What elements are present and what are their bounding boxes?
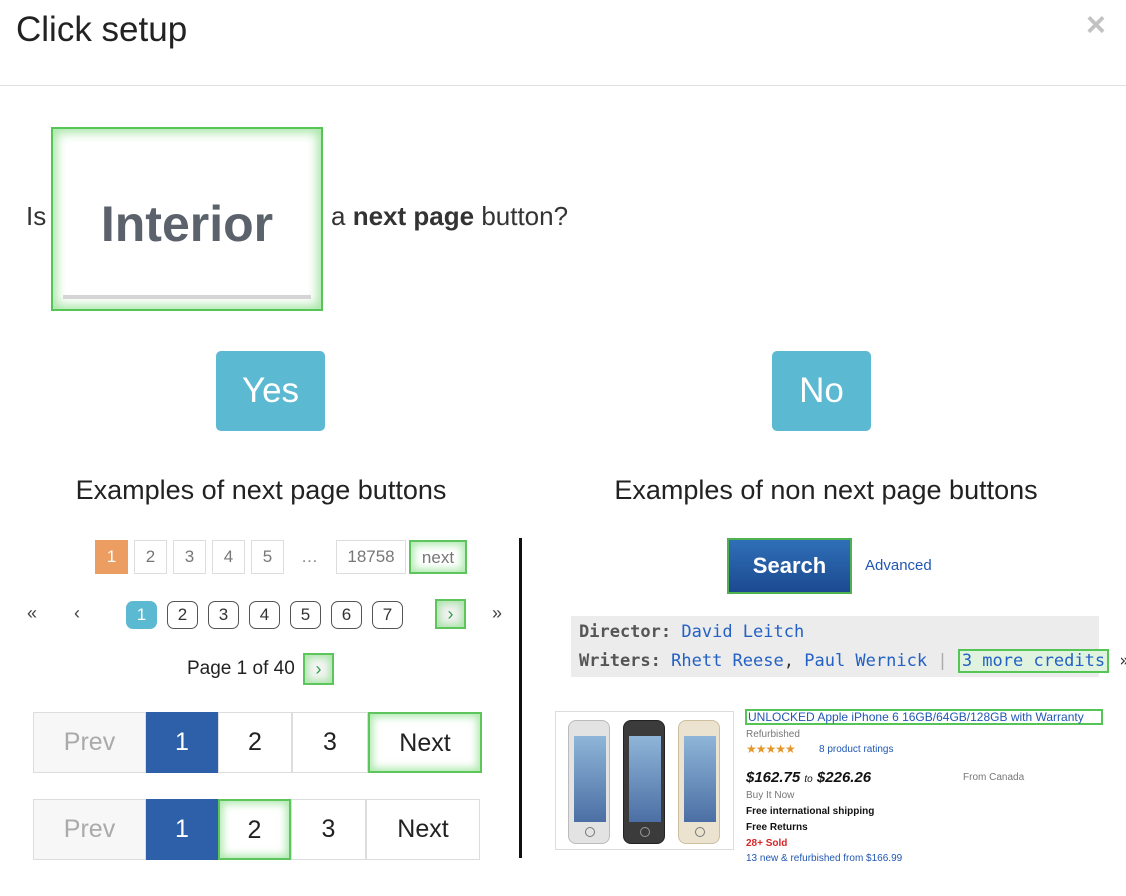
- pager1-last: 18758: [336, 540, 406, 574]
- pager1-ellipsis: …: [301, 547, 318, 566]
- example-search-button: Search: [727, 538, 852, 594]
- pager4-item: 3: [291, 799, 366, 860]
- close-icon[interactable]: ×: [1086, 6, 1106, 44]
- pager4-item: 1: [146, 799, 218, 860]
- more-credits-link: 3 more credits: [957, 649, 1110, 673]
- dialog-title: Click setup: [16, 10, 188, 49]
- pager3-item: 2: [218, 712, 292, 773]
- phone-silver: [568, 720, 610, 844]
- phone-space-gray: [623, 720, 665, 844]
- pager2-last: »: [492, 603, 503, 623]
- pager3-next: Next: [368, 712, 482, 773]
- pager2-item: 7: [372, 601, 403, 629]
- question-middle: a: [331, 201, 346, 231]
- pager1-item: 5: [251, 540, 284, 574]
- pager3-item: 1: [146, 712, 218, 773]
- header-divider: [0, 85, 1126, 86]
- pager3-item: 3: [292, 712, 368, 773]
- writer-link: Paul Wernick: [804, 651, 928, 671]
- question-suffix: button?: [481, 201, 569, 231]
- pager1-item: 3: [173, 540, 206, 574]
- pager1-item: 4: [212, 540, 245, 574]
- examples-divider: [519, 538, 522, 858]
- pager2-next: ›: [435, 599, 466, 629]
- phone-gold: [678, 720, 720, 844]
- price-to: to: [804, 774, 813, 785]
- pager2-item: 4: [249, 601, 280, 629]
- yes-button[interactable]: Yes: [216, 351, 325, 431]
- pager4-item: 2: [218, 799, 291, 860]
- listing-format: Buy It Now: [746, 790, 795, 801]
- example-advanced-link: Advanced: [865, 557, 932, 574]
- pager2-prev: ‹: [74, 603, 80, 623]
- price-high: $226.26: [816, 769, 872, 786]
- pager2-item: 1: [126, 601, 157, 629]
- next-examples-heading: Examples of next page buttons: [75, 475, 447, 505]
- element-preview: Interior: [51, 127, 323, 311]
- listing-condition: Refurbished: [746, 729, 800, 740]
- credits-separator: |: [937, 651, 948, 671]
- writers-label: Writers:: [579, 651, 661, 671]
- listing-returns: Free Returns: [746, 822, 808, 833]
- question-text: a next page button?: [331, 201, 568, 232]
- director-link: David Leitch: [681, 622, 805, 642]
- preview-text: Interior: [100, 196, 274, 252]
- example-credits-box: Director: David Leitch Writers: Rhett Re…: [571, 616, 1126, 677]
- pager2-item: 3: [208, 601, 239, 629]
- non-next-examples-heading: Examples of non next page buttons: [614, 475, 1038, 505]
- pager2-item: 5: [290, 601, 321, 629]
- pager1-next: next: [409, 540, 467, 574]
- listing-new-refurb-link: 13 new & refurbished from $166.99: [746, 853, 903, 864]
- listing-sold: 28+ Sold: [746, 838, 788, 849]
- question-bold: next page: [352, 201, 475, 231]
- pager1-item: 2: [134, 540, 167, 574]
- listing-title-link: UNLOCKED Apple iPhone 6 16GB/64GB/128GB …: [745, 709, 1103, 725]
- listing-price: $162.75 to $226.26: [746, 769, 871, 786]
- page-count-next: ›: [303, 653, 334, 685]
- ratings-link: 8 product ratings: [819, 744, 894, 755]
- pager3-prev: Prev: [33, 712, 146, 773]
- no-button[interactable]: No: [772, 351, 871, 431]
- more-credits-arrow: »: [1119, 651, 1126, 671]
- pager4-prev: Prev: [33, 799, 146, 860]
- price-low: $162.75: [746, 769, 801, 786]
- preview-underline: [63, 295, 311, 299]
- pager1-item: 1: [95, 540, 128, 574]
- writer-comma: ,: [783, 651, 794, 671]
- question-prefix: Is: [26, 201, 47, 231]
- pager2-item: 6: [331, 601, 362, 629]
- director-label: Director:: [579, 622, 672, 642]
- product-image: [555, 711, 734, 850]
- writer-link: Rhett Reese: [671, 651, 784, 671]
- rating-stars-icon: ★★★★★: [746, 742, 796, 756]
- listing-shipping: Free international shipping: [746, 806, 875, 817]
- pager2-first: «: [27, 603, 38, 623]
- pager2-item: 2: [167, 601, 198, 629]
- listing-location: From Canada: [963, 772, 1025, 783]
- page-count-text: Page 1 of 40: [187, 658, 295, 679]
- pager4-next: Next: [366, 799, 480, 860]
